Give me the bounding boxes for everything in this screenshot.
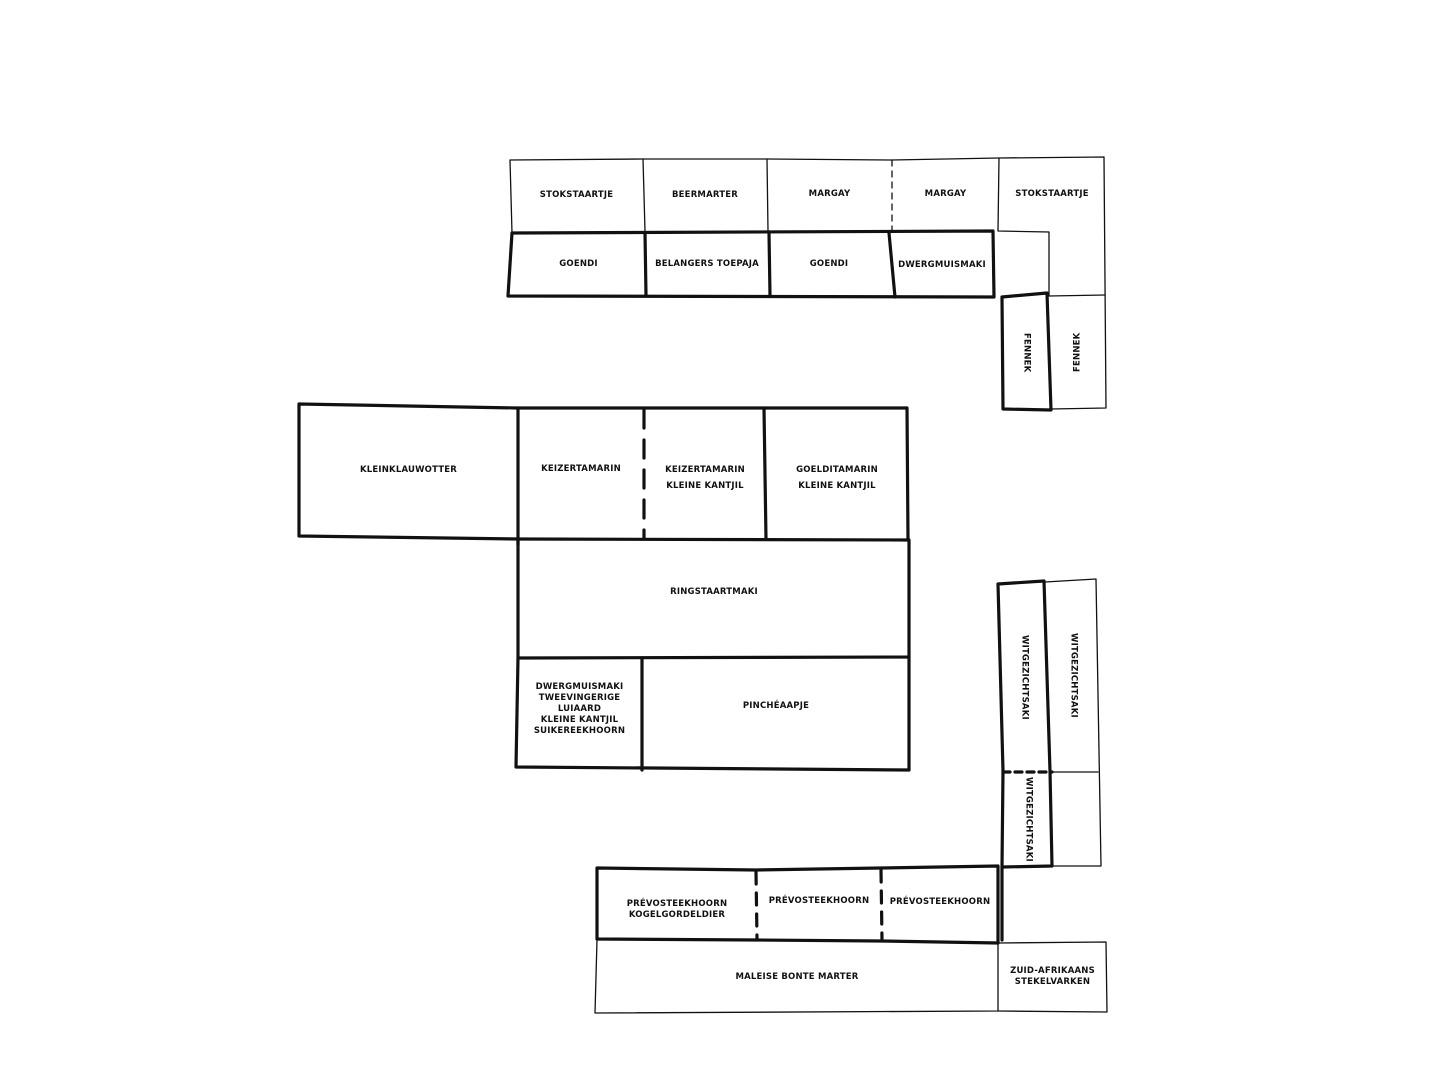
label-witgezichtsaki-3: WITGEZICHTSAKI: [1023, 777, 1034, 862]
label-keizertamarin: KEIZERTAMARIN: [541, 463, 621, 474]
label-mixed-enclosure: DWERGMUISMAKI TWEEVINGERIGE LUIAARD KLEI…: [533, 681, 626, 736]
label-goendi-2: GOENDI: [809, 258, 849, 269]
label-witgezichtsaki-1: WITGEZICHTSAKI: [1019, 634, 1030, 720]
label-prevosteekhoorn-kogelgordeldier: PRÉVOSTEEKHOORN KOGELGORDELDIER: [626, 899, 728, 920]
label-fennek-1: FENNEK: [1021, 333, 1032, 373]
label-ringstaartmaki: RINGSTAARTMAKI: [670, 586, 758, 597]
label-kleinklauwotter: KLEINKLAUWOTTER: [359, 464, 458, 475]
label-belangers-toepaja: BELANGERS TOEPAJA: [655, 258, 759, 269]
label-margay-1: MARGAY: [808, 188, 851, 199]
label-goendi-1: GOENDI: [559, 258, 598, 269]
label-stokstaartje-1: STOKSTAARTJE: [539, 189, 614, 200]
label-prevosteekhoorn-3: PRÉVOSTEEKHOORN: [889, 896, 991, 907]
label-pincheaapje: PINCHÉAAPJE: [742, 700, 810, 711]
label-prevosteekhoorn-2: PRÉVOSTEEKHOORN: [768, 895, 870, 906]
label-beermarter: BEERMARTER: [672, 189, 738, 200]
label-goelditamarin-kantjil: GOELDITAMARIN KLEINE KANTJIL: [796, 464, 878, 491]
label-zuid-afrikaans-stekelvarken: ZUID-AFRIKAANS STEKELVARKEN: [1010, 966, 1095, 987]
label-stokstaartje-2: STOKSTAARTJE: [1015, 188, 1089, 199]
label-maleise-bonte-marter: MALEISE BONTE MARTER: [735, 971, 859, 982]
label-keizertamarin-kantjil: KEIZERTAMARIN KLEINE KANTJIL: [665, 464, 745, 491]
label-fennek-2: FENNEK: [1072, 332, 1083, 372]
label-margay-2: MARGAY: [924, 188, 967, 199]
label-dwergmuismaki: DWERGMUISMAKI: [898, 259, 986, 270]
label-witgezichtsaki-2: WITGEZICHTSAKI: [1068, 632, 1079, 718]
